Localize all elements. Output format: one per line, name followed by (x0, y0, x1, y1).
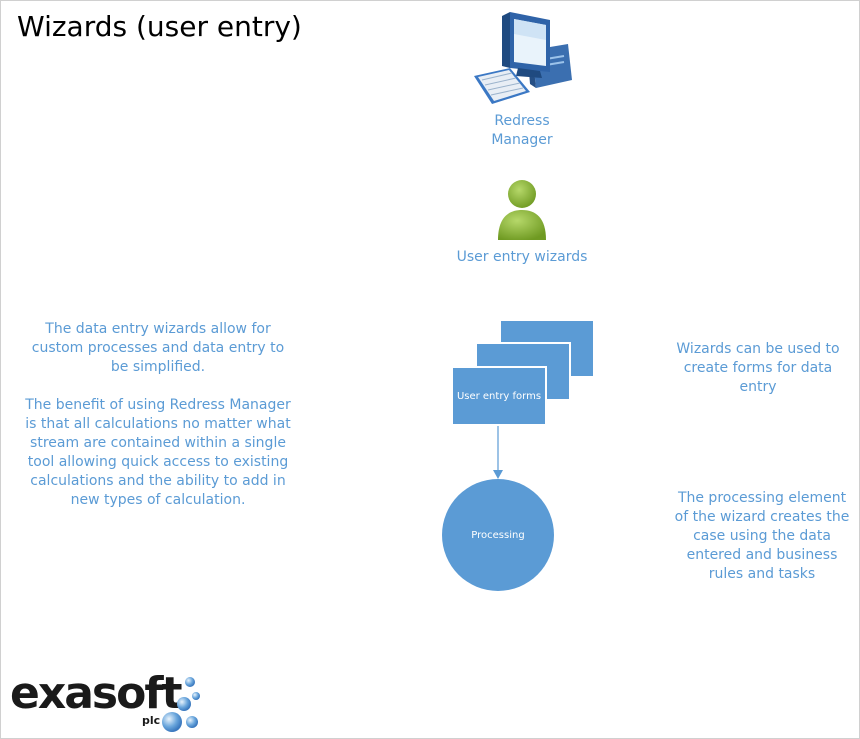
redress-manager-line-1: Redress (494, 113, 550, 129)
processing-circle: Processing (442, 479, 554, 591)
exasoft-logo: exasoft plc (10, 668, 210, 736)
redress-manager-line-2: Manager (491, 132, 553, 148)
computer-icon (474, 12, 572, 104)
description-paragraph-2: The benefit of using Redress Manager is … (25, 397, 291, 508)
left-description: The data entry wizards allow for custom … (22, 320, 294, 510)
user-icon (498, 180, 546, 240)
page-title: Wizards (user entry) (17, 10, 302, 43)
user-entry-forms-label: User entry forms (456, 390, 542, 402)
logo-wordmark: exasoft (10, 668, 183, 719)
processing-label: Processing (471, 529, 525, 541)
processing-note: The processing element of the wizard cre… (674, 490, 850, 582)
form-sheet-front (451, 366, 547, 426)
logo-suffix: plc (142, 714, 161, 727)
connector-arrow (493, 426, 503, 479)
logo-bubbles-icon (162, 677, 200, 732)
user-entry-wizards-label: User entry wizards (456, 249, 588, 265)
forms-note: Wizards can be used to create forms for … (676, 341, 840, 395)
description-paragraph-1: The data entry wizards allow for custom … (31, 321, 285, 375)
redress-manager-label: Redress Manager (472, 112, 572, 150)
